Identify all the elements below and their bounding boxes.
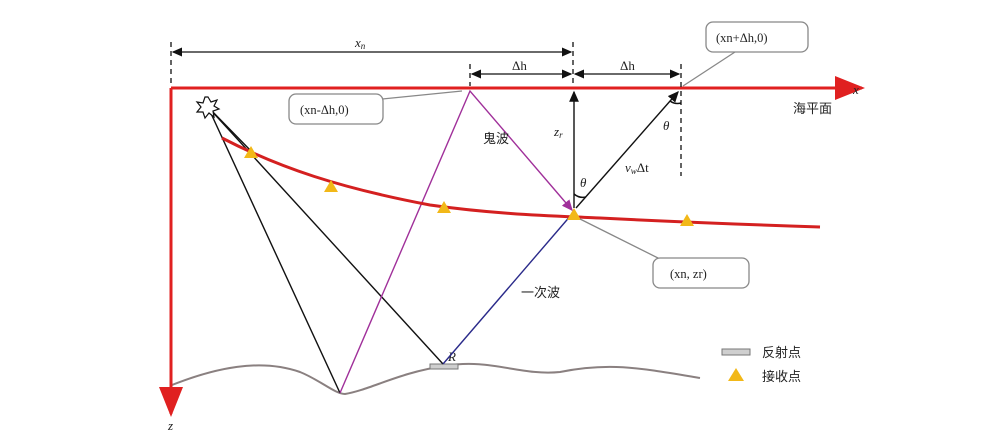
- receiver-marker: [680, 214, 694, 226]
- callout-leader-top-left: [371, 90, 463, 101]
- x-axis-label: x: [852, 82, 859, 97]
- theta-label-bottom: θ: [580, 175, 587, 190]
- legend: 反射点 接收点: [721, 345, 801, 385]
- primary-ray: [442, 213, 573, 365]
- theta-arc-top: [669, 100, 682, 105]
- xn-label: xn: [354, 35, 366, 51]
- receiver-marker: [437, 201, 451, 213]
- callout-receiver: (xn, zr): [652, 257, 750, 289]
- ghost-ray: [339, 89, 573, 394]
- callout-receiver-text: (xn, zr): [670, 267, 707, 281]
- primary-wave-label: 一次波: [521, 285, 560, 301]
- callout-leader-receiver: [579, 218, 663, 261]
- legend-receiver-swatch: [728, 368, 744, 381]
- zr-label: zr: [553, 124, 563, 140]
- source-ray-1: [207, 106, 341, 394]
- receiver-marker: [244, 146, 258, 158]
- theta-label-top: θ: [663, 118, 670, 133]
- reflector-marker: [429, 363, 459, 370]
- source-ray-3: [207, 106, 253, 153]
- z-axis-label: z: [167, 418, 173, 433]
- reflection-point-label: R: [447, 349, 456, 364]
- legend-reflector-label: 反射点: [762, 345, 801, 361]
- sea-surface-label: 海平面: [793, 102, 832, 117]
- receiver-cable: [221, 136, 821, 229]
- callout-top-right: (xn+Δh,0): [705, 21, 809, 53]
- dh-right-label: Δh: [620, 58, 635, 73]
- callout-top-left: (xn-Δh,0): [288, 93, 384, 125]
- vw-dt-arrow: [575, 90, 679, 209]
- ghost-wave-label: 鬼波: [483, 131, 509, 147]
- callout-top-right-text: (xn+Δh,0): [716, 31, 768, 45]
- source-explosion-icon: [195, 96, 221, 120]
- legend-receiver-label: 接收点: [762, 369, 801, 385]
- seafloor-curve: [171, 362, 701, 396]
- receiver-marker: [567, 208, 581, 220]
- legend-reflector-swatch: [721, 348, 751, 356]
- callout-top-left-text: (xn-Δh,0): [300, 103, 349, 117]
- callout-leader-top-right: [682, 51, 736, 87]
- theta-arc-bottom: [573, 193, 587, 199]
- vw-dt-label: vwΔt: [625, 160, 649, 176]
- receiver-marker: [324, 180, 338, 192]
- dh-left-label: Δh: [512, 58, 527, 73]
